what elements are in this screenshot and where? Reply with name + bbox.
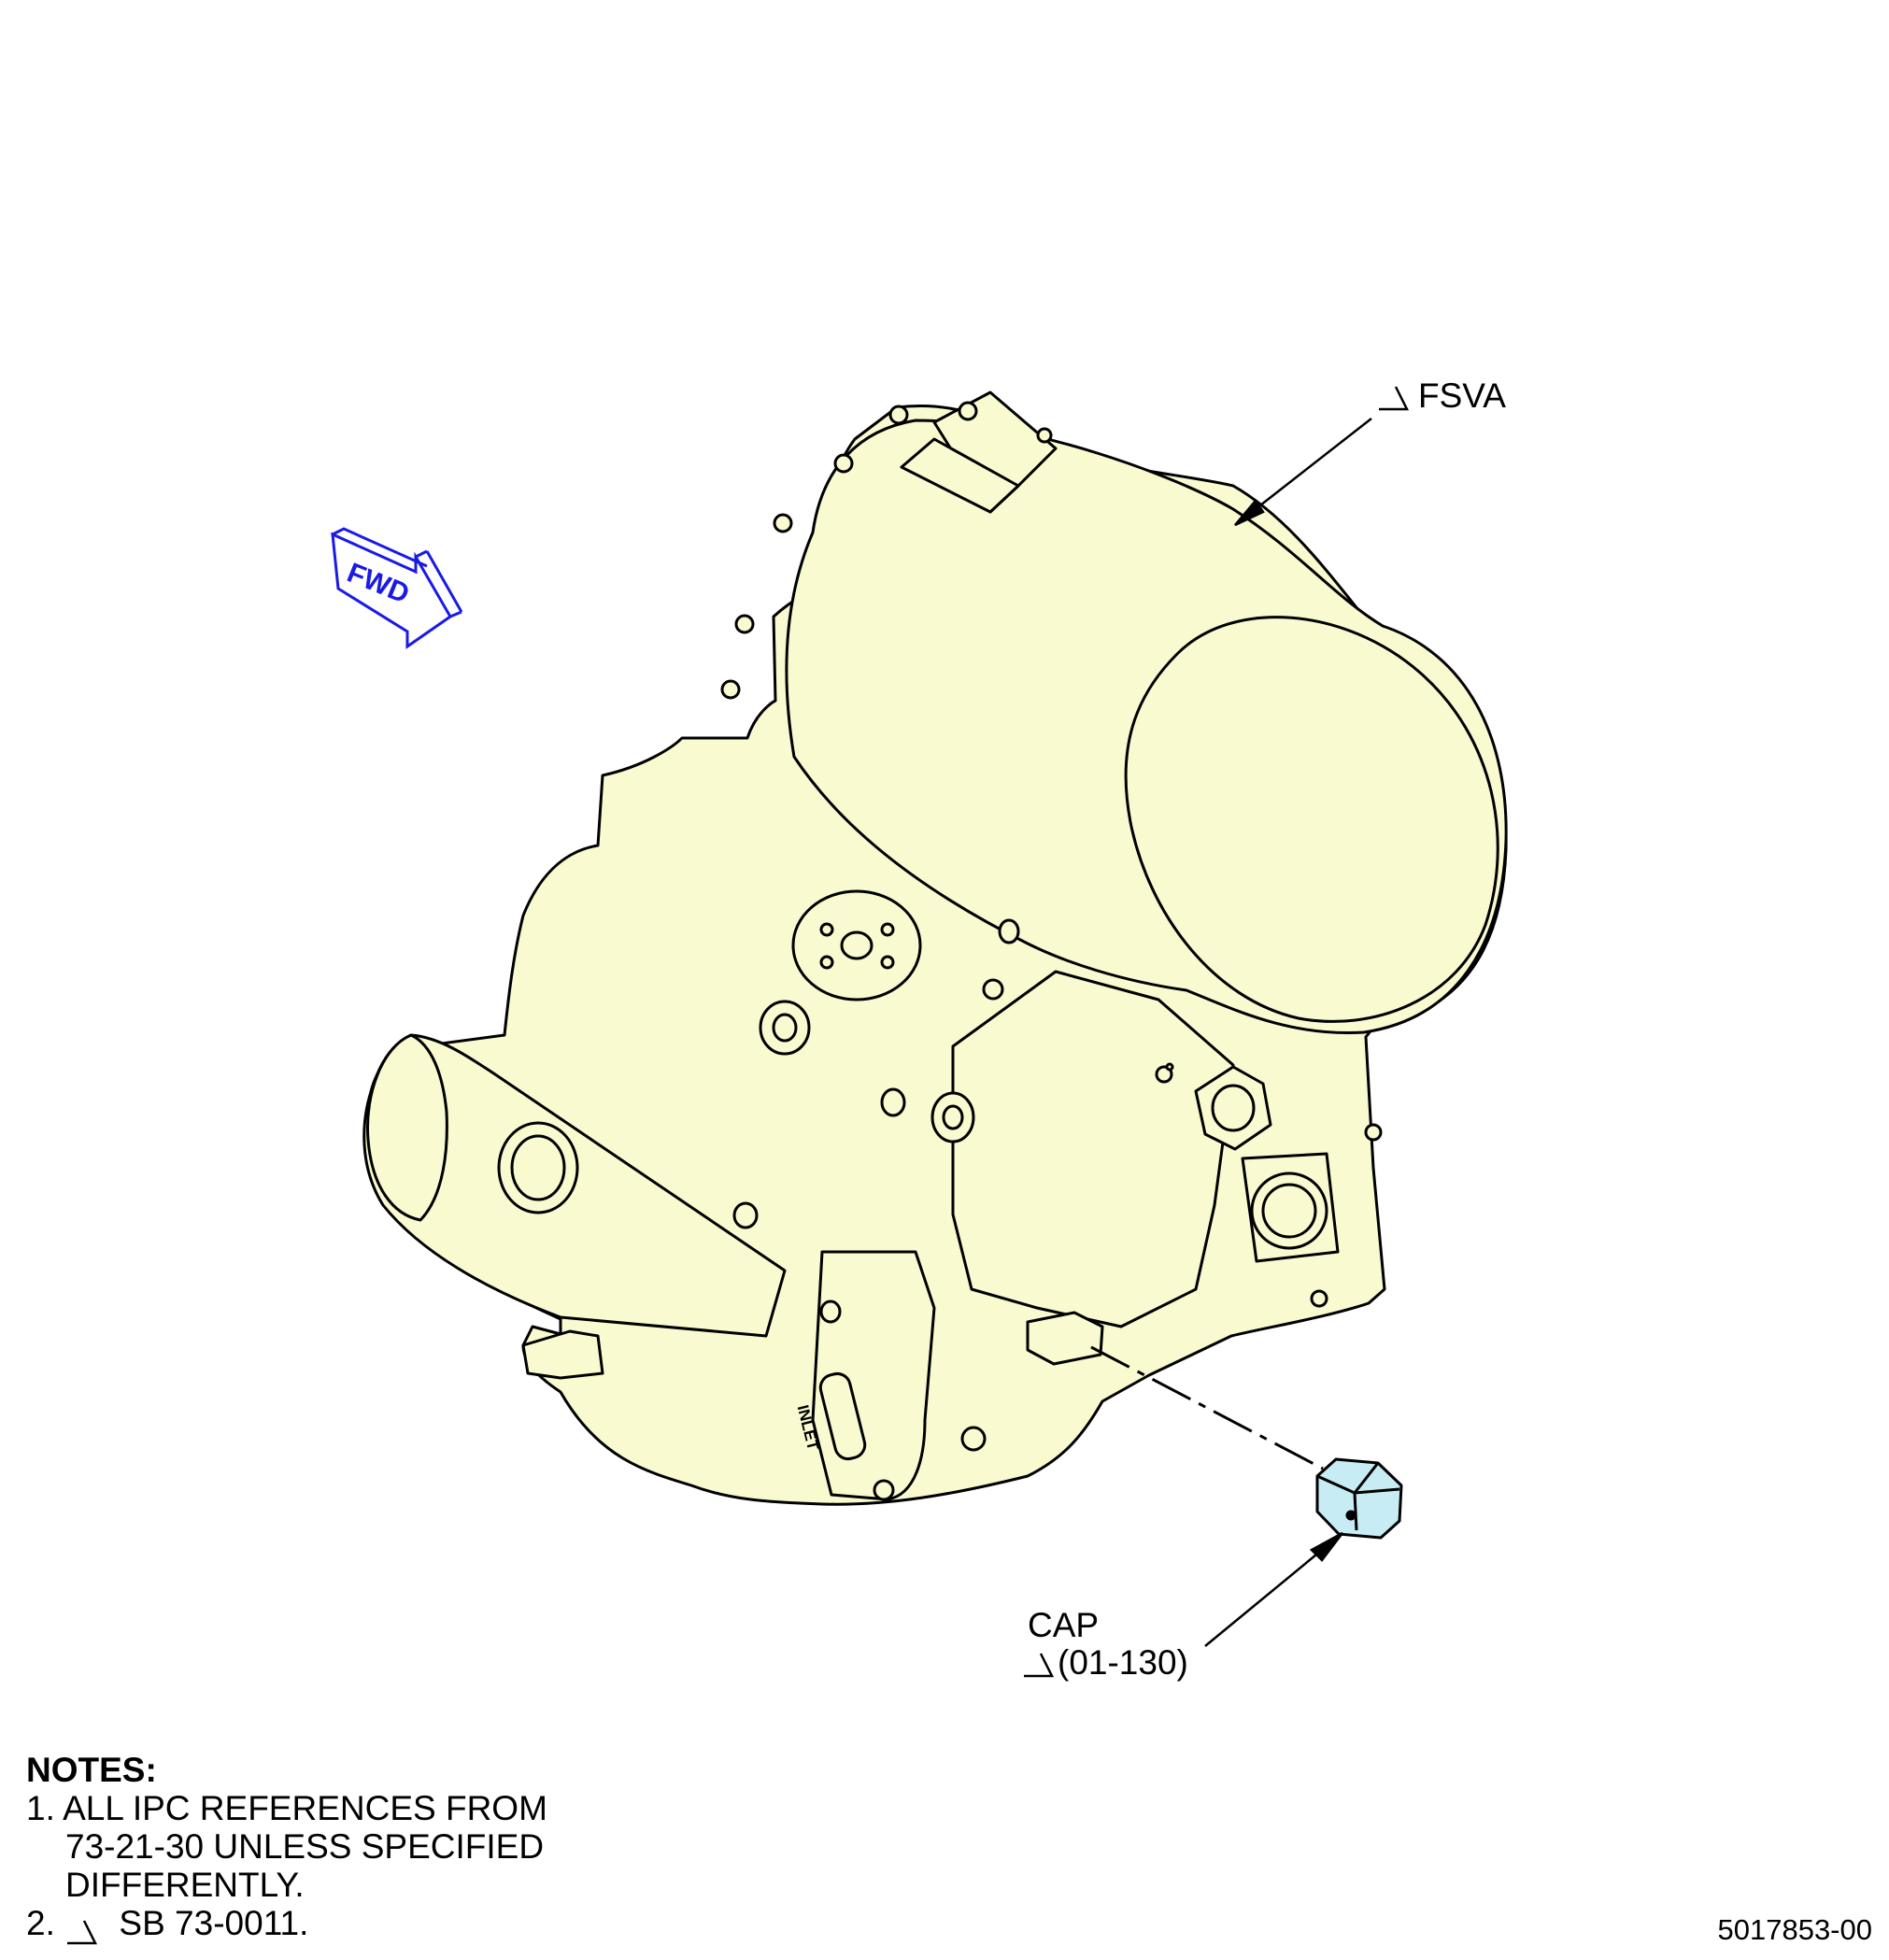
cap-centerline [1090,1345,1324,1470]
note-2-number: 2. [26,1904,55,1942]
fwd-arrow-icon: FWD [331,527,463,649]
note-2: 2. SB 73-0011. [26,1904,547,1942]
notes-block: NOTES: 1. ALL IPC REFERENCES FROM 73-21-… [26,1751,547,1942]
cap-leader [1204,1531,1343,1647]
cap-callout-ref: (01-130) [1058,1643,1188,1682]
note-1-number: 1. [26,1789,55,1827]
note-1: 1. ALL IPC REFERENCES FROM [26,1789,547,1827]
fsva-callout: FSVA [1418,376,1506,415]
note-1-line-3: DIFFERENTLY. [65,1866,305,1904]
notes-title: NOTES: [26,1751,157,1789]
fsva-leader [1234,418,1372,527]
cap-callout-name: CAP [1028,1606,1100,1644]
figure-number: 5017853-00 [1717,1913,1873,1946]
effectivity-flag-icon [67,386,1410,1945]
note-1-line-2: 73-21-30 UNLESS SPECIFIED [65,1827,545,1866]
housing-body [362,391,1508,1506]
cap-part [1315,1457,1403,1540]
note-1-line-1: ALL IPC REFERENCES FROM [63,1789,547,1827]
note-2-text: SB 73-0011. [119,1904,309,1942]
